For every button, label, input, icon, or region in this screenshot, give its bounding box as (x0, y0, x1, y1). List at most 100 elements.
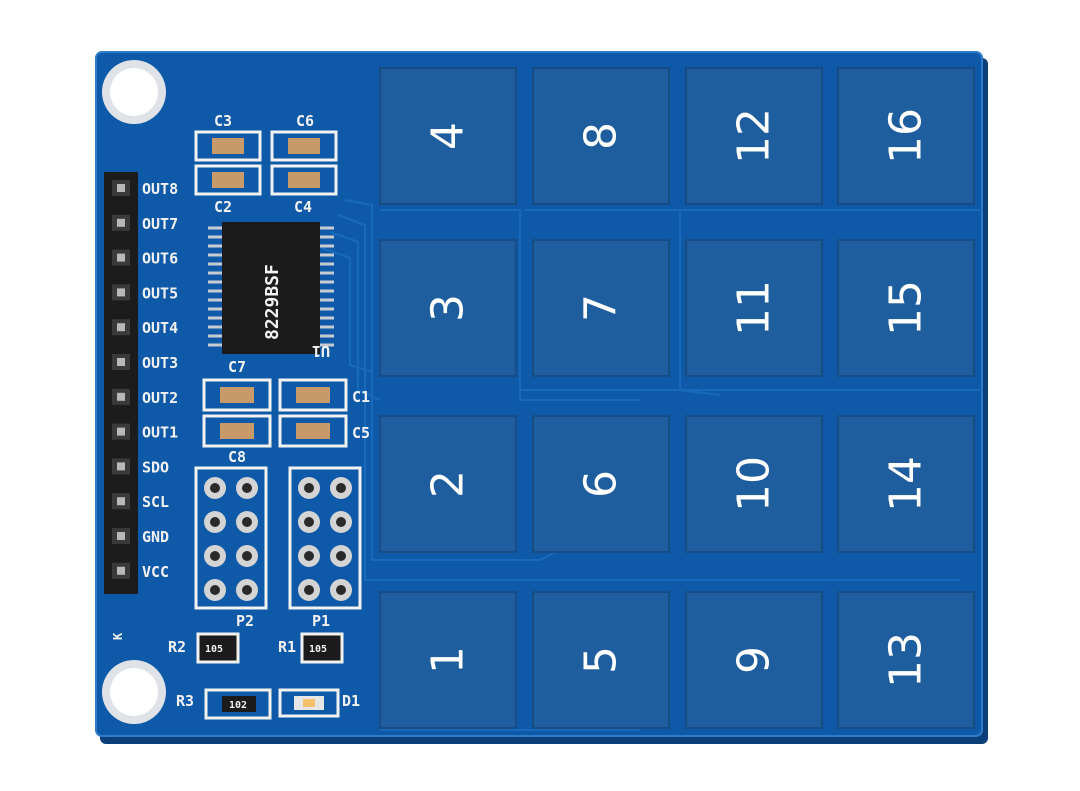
resistor-r3 (204, 688, 272, 720)
edge-mark: K (111, 632, 125, 640)
pin-label: GND (142, 528, 169, 546)
ic-marking: 8229BSF (262, 264, 283, 340)
mounting-hole-bottom (102, 660, 166, 724)
jumper-pin-hole (336, 517, 346, 527)
resistor-r3-code: 102 (229, 700, 247, 711)
touch-pad-label: 11 (729, 280, 780, 336)
header-pin-tip (117, 323, 125, 332)
touch-pad-3[interactable] (379, 239, 517, 377)
touch-pad-4[interactable] (379, 67, 517, 205)
touch-pad-5[interactable] (532, 591, 670, 729)
label-c7: C7 (228, 358, 246, 376)
pin-header-body (104, 172, 138, 594)
touch-pad-label: 12 (729, 108, 780, 164)
jumper-pin-hole (210, 551, 220, 561)
touch-pad-10[interactable] (685, 415, 823, 553)
touch-pad-14[interactable] (837, 415, 975, 553)
touch-pad-11[interactable] (685, 239, 823, 377)
touch-pad-label: 1 (423, 646, 474, 674)
touch-pad-8[interactable] (532, 67, 670, 205)
header-pin-tip (117, 358, 125, 366)
jumper-pin-hole (210, 585, 220, 595)
touch-pad-2[interactable] (379, 415, 517, 553)
capacitor-block-top (194, 130, 338, 196)
resistor-r1-code: 105 (309, 644, 327, 655)
header-pin-tip (117, 532, 125, 540)
pin-label: VCC (142, 563, 169, 581)
touch-pad-label: 4 (423, 122, 474, 150)
jumper-pin-hole (336, 585, 346, 595)
label-r3: R3 (176, 692, 194, 710)
jumper-pin-hole (336, 551, 346, 561)
label-r1: R1 (278, 638, 296, 656)
jumper-pin-hole (210, 483, 220, 493)
label-d1: D1 (342, 692, 360, 710)
touch-pad-15[interactable] (837, 239, 975, 377)
jumper-pin-hole (304, 551, 314, 561)
touch-pad-label: 6 (576, 470, 627, 498)
pin-label: SDO (142, 458, 169, 476)
label-r2: R2 (168, 638, 186, 656)
touch-pad-label: 13 (881, 632, 932, 688)
resistor-r1 (300, 632, 344, 664)
touch-pad-16[interactable] (837, 67, 975, 205)
label-c2: C2 (214, 198, 232, 216)
jumper-pin-hole (242, 585, 252, 595)
label-c3: C3 (214, 112, 232, 130)
header-pin-tip (117, 253, 125, 262)
label-p2: P2 (236, 612, 254, 630)
touch-pad-label: 9 (729, 646, 780, 674)
pin-header (104, 172, 138, 594)
label-c4: C4 (294, 198, 312, 216)
label-u1: U1 (312, 342, 330, 360)
touch-pad-label: 16 (881, 108, 932, 164)
touch-pad-12[interactable] (685, 67, 823, 205)
pin-label: OUT4 (142, 319, 178, 337)
jumper-pin-hole (242, 517, 252, 527)
touch-pad-13[interactable] (837, 591, 975, 729)
header-pin-tip (117, 218, 125, 227)
touch-pad-label: 10 (729, 456, 780, 512)
header-pin-tip (117, 427, 125, 436)
jumper-p1 (288, 466, 362, 610)
jumper-p2 (194, 466, 268, 610)
jumper-pin-hole (304, 483, 314, 493)
touch-pad-label: 5 (576, 646, 627, 674)
jumper-pin-hole (242, 551, 252, 561)
pin-label: OUT1 (142, 424, 178, 442)
pin-label-group: OUT8OUT7OUT6OUT5OUT4OUT3OUT2OUT1SDOSCLGN… (142, 180, 178, 581)
capacitor-block-middle (202, 378, 348, 448)
touch-pad-label: 8 (576, 122, 627, 150)
ic-chip: 8229BSF (208, 222, 334, 354)
touch-pad-label: 7 (576, 294, 627, 322)
label-p1: P1 (312, 612, 330, 630)
label-c5: C5 (352, 424, 370, 442)
touch-pad-6[interactable] (532, 415, 670, 553)
jumper-pin-hole (304, 585, 314, 595)
jumper-pin-hole (304, 517, 314, 527)
jumper-pin-hole (242, 483, 252, 493)
touch-pad-label: 15 (881, 280, 932, 336)
pin-label: OUT6 (142, 250, 178, 268)
jumper-pin-hole (210, 517, 220, 527)
resistor-r2-code: 105 (205, 644, 223, 655)
label-c6: C6 (296, 112, 314, 130)
header-pin-tip (117, 497, 125, 506)
header-pin-tip (117, 288, 125, 297)
header-pin-tip (117, 566, 125, 575)
led-d1 (278, 688, 340, 718)
header-pin-tip (117, 462, 125, 471)
touch-pad-label: 2 (423, 470, 474, 498)
header-pin-tip (117, 392, 125, 401)
pcb-traces (321, 199, 982, 731)
label-c1: C1 (352, 388, 370, 406)
touch-pad-1[interactable] (379, 591, 517, 729)
pin-label: OUT3 (142, 354, 178, 372)
pin-label: OUT5 (142, 284, 178, 302)
pin-label: OUT8 (142, 180, 178, 198)
touch-pad-9[interactable] (685, 591, 823, 729)
touch-pad-label: 14 (881, 456, 932, 512)
touch-pad-7[interactable] (532, 239, 670, 377)
